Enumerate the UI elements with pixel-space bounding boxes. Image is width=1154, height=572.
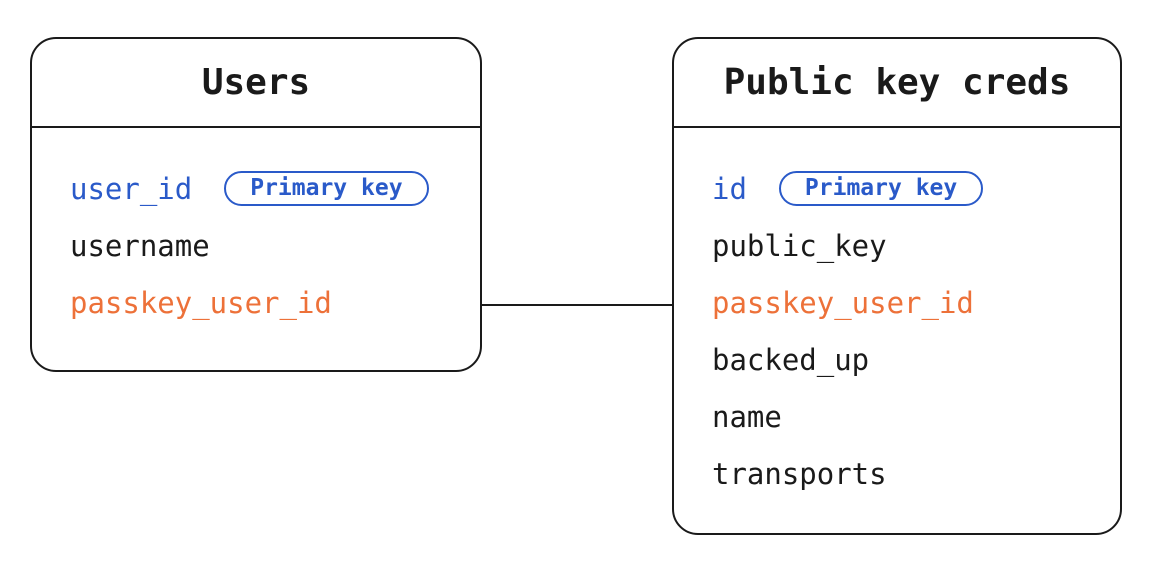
primary-key-badge: Primary key (224, 171, 429, 206)
field-row-user-id: user_id Primary key (70, 160, 442, 217)
table-body-public-key-creds: id Primary key public_key passkey_user_i… (674, 128, 1120, 502)
table-card-users: Users user_id Primary key username passk… (30, 37, 482, 372)
relationship-connector (482, 304, 672, 306)
table-body-users: user_id Primary key username passkey_use… (32, 128, 480, 331)
field-label-passkey-user-id: passkey_user_id (712, 285, 974, 320)
primary-key-badge: Primary key (778, 171, 984, 206)
field-row-id: id Primary key (712, 160, 1082, 217)
field-row-name: name (712, 388, 1082, 445)
field-row-username: username (70, 217, 442, 274)
field-label-public-key: public_key (712, 228, 887, 263)
field-label-user-id: user_id (70, 171, 193, 206)
table-card-public-key-creds: Public key creds id Primary key public_k… (672, 37, 1122, 535)
field-label-id: id (712, 171, 747, 206)
field-label-username: username (70, 228, 210, 263)
field-row-passkey-user-id: passkey_user_id (70, 274, 442, 331)
field-label-passkey-user-id: passkey_user_id (70, 285, 332, 320)
field-label-backed-up: backed_up (712, 342, 870, 377)
field-row-passkey-user-id: passkey_user_id (712, 274, 1082, 331)
table-title-public-key-creds: Public key creds (674, 39, 1120, 128)
field-row-backed-up: backed_up (712, 331, 1082, 388)
field-label-transports: transports (712, 456, 887, 491)
field-row-transports: transports (712, 445, 1082, 502)
field-row-public-key: public_key (712, 217, 1082, 274)
field-label-name: name (712, 399, 782, 434)
table-title-users: Users (32, 39, 480, 128)
